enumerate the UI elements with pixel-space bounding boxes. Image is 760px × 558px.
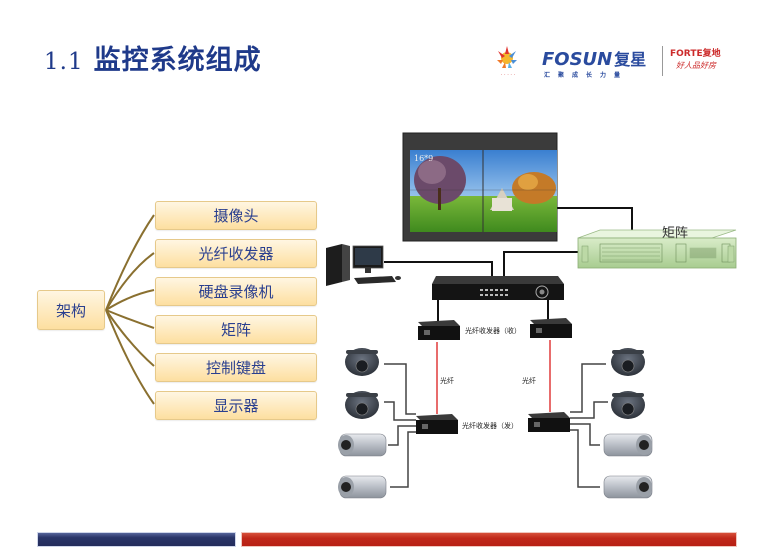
video-wall-icon: 16*9 <box>402 132 558 242</box>
transceiver-send-label: 光纤收发器（发） <box>462 422 518 430</box>
dome-camera-icon <box>345 391 379 419</box>
matrix-label: 矩阵 <box>662 226 689 241</box>
mindmap-node-dvr: 硬盘录像机 <box>155 277 317 306</box>
fosun-slogan: 汇聚成长力量 <box>544 72 629 79</box>
fiber-right-label: 光纤 <box>522 377 536 385</box>
dome-camera-icon <box>611 391 645 419</box>
pc-workstation-icon <box>326 244 401 286</box>
forte-slogan: 好人品好房 <box>676 61 716 70</box>
fosun-name: FOSUN <box>542 49 613 70</box>
fiber-left-label: 光纤 <box>440 377 454 385</box>
fiber-transceiver-send-left-icon <box>416 414 458 434</box>
page-title: 1.1 监控系统组成 <box>44 38 262 77</box>
dome-camera-icon <box>345 348 379 376</box>
fiber-transceiver-send-right-icon <box>528 412 570 432</box>
mindmap-node-matrix: 矩阵 <box>155 315 317 344</box>
forte-logo: FORTE复地 <box>670 49 721 59</box>
mindmap-root-node: 架构 <box>37 290 105 330</box>
bullet-camera-icon <box>603 475 653 499</box>
mindmap-node-camera: 摄像头 <box>155 201 317 230</box>
flower-caption: · · · · · <box>500 72 516 78</box>
footer-bar-blue <box>37 532 236 547</box>
title-text: 监控系统组成 <box>93 45 262 76</box>
logo-divider <box>662 46 663 76</box>
fiber-transceiver-receive-right-icon <box>530 318 572 338</box>
fiber-links <box>436 340 551 414</box>
mindmap-node-display: 显示器 <box>155 391 317 420</box>
fosun-cn: 复星 <box>614 50 647 69</box>
transceiver-receive-label: 光纤收发器（收） <box>465 327 521 335</box>
footer-bar-red <box>241 532 737 547</box>
mindmap-node-control-keyboard: 控制键盘 <box>155 353 317 382</box>
section-number: 1.1 <box>44 49 84 75</box>
dome-camera-icon <box>611 348 645 376</box>
dvr-recorder-icon <box>432 276 564 300</box>
flower-logo-icon <box>497 46 517 68</box>
video-wall-caption: 16*9 <box>414 154 433 163</box>
mindmap-node-fiber-transceiver: 光纤收发器 <box>155 239 317 268</box>
bullet-camera-icon <box>338 433 387 457</box>
fiber-transceiver-receive-left-icon <box>418 320 460 340</box>
bullet-camera-icon <box>603 433 653 457</box>
bullet-camera-icon <box>338 475 387 499</box>
matrix-unit-icon <box>577 229 737 269</box>
